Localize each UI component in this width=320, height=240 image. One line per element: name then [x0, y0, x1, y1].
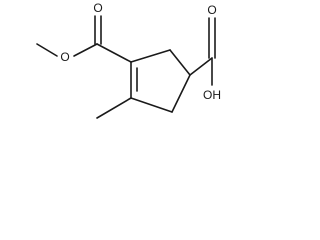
ring-bond-c2-c3	[169, 49, 191, 76]
atom-label-o-carbonyl-ester: O	[93, 1, 102, 15]
acid-carbon-bond	[189, 57, 213, 76]
atom-label-o-ether-ester: O	[60, 50, 69, 64]
atom-label-hydroxyl: OH	[203, 88, 221, 102]
atom-label-o-carbonyl-acid: O	[207, 3, 216, 17]
ester-carbonyl-carbon-bond	[96, 43, 132, 63]
methyl-bond	[96, 97, 132, 119]
chemical-structure-diagram: O O O OH	[36, 1, 221, 119]
ester-ether-bond	[73, 43, 98, 57]
ring-bond-c3-c4	[171, 74, 191, 113]
ring-bond-c1-c2	[130, 49, 171, 63]
ester-methyl-bond	[36, 43, 58, 57]
ring-bond-c4-c5	[130, 97, 173, 113]
